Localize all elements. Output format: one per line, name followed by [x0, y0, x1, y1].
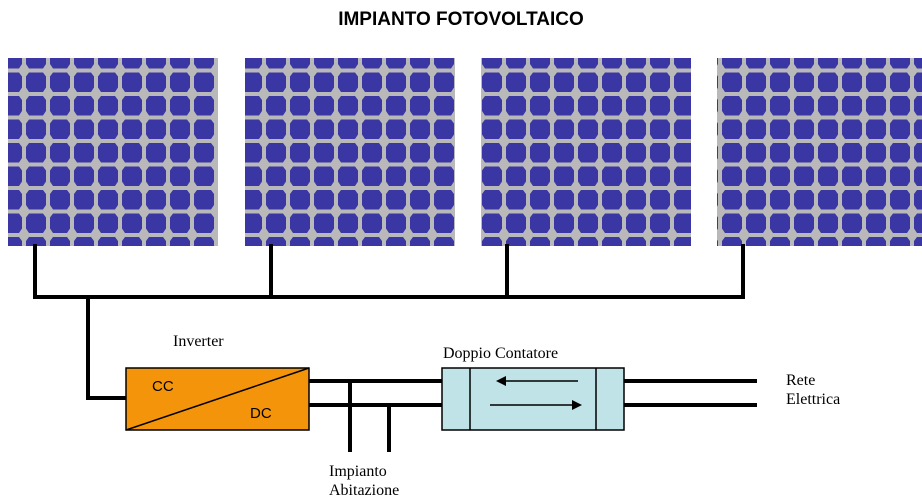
solar-panel-2: [245, 58, 455, 246]
inverter: CC DC: [125, 367, 310, 431]
house-label-line-1: Impianto: [329, 463, 387, 480]
meter-label: Doppio Contatore: [443, 345, 558, 362]
ac-wiring: [308, 379, 757, 452]
arrow-left-icon: [496, 376, 578, 386]
grid-label-line-2: Elettrica: [786, 391, 840, 408]
house-label-line-2: Abitazione: [329, 482, 399, 499]
inverter-diagonal: [125, 367, 310, 431]
double-meter: [441, 367, 625, 431]
panel-wiring: [33, 244, 745, 400]
arrow-right-icon: [490, 400, 582, 410]
solar-panels: [8, 58, 922, 246]
grid-label-line-1: Rete: [786, 372, 815, 389]
solar-panel-4: [717, 58, 922, 246]
inverter-output-label: DC: [250, 405, 272, 422]
diagram-title: IMPIANTO FOTOVOLTAICO: [338, 9, 584, 30]
solar-panel-1: [8, 58, 218, 246]
inverter-input-label: CC: [152, 378, 174, 395]
solar-panel-3: [481, 58, 691, 246]
meter-box: [441, 367, 625, 431]
inverter-label: Inverter: [173, 333, 224, 350]
